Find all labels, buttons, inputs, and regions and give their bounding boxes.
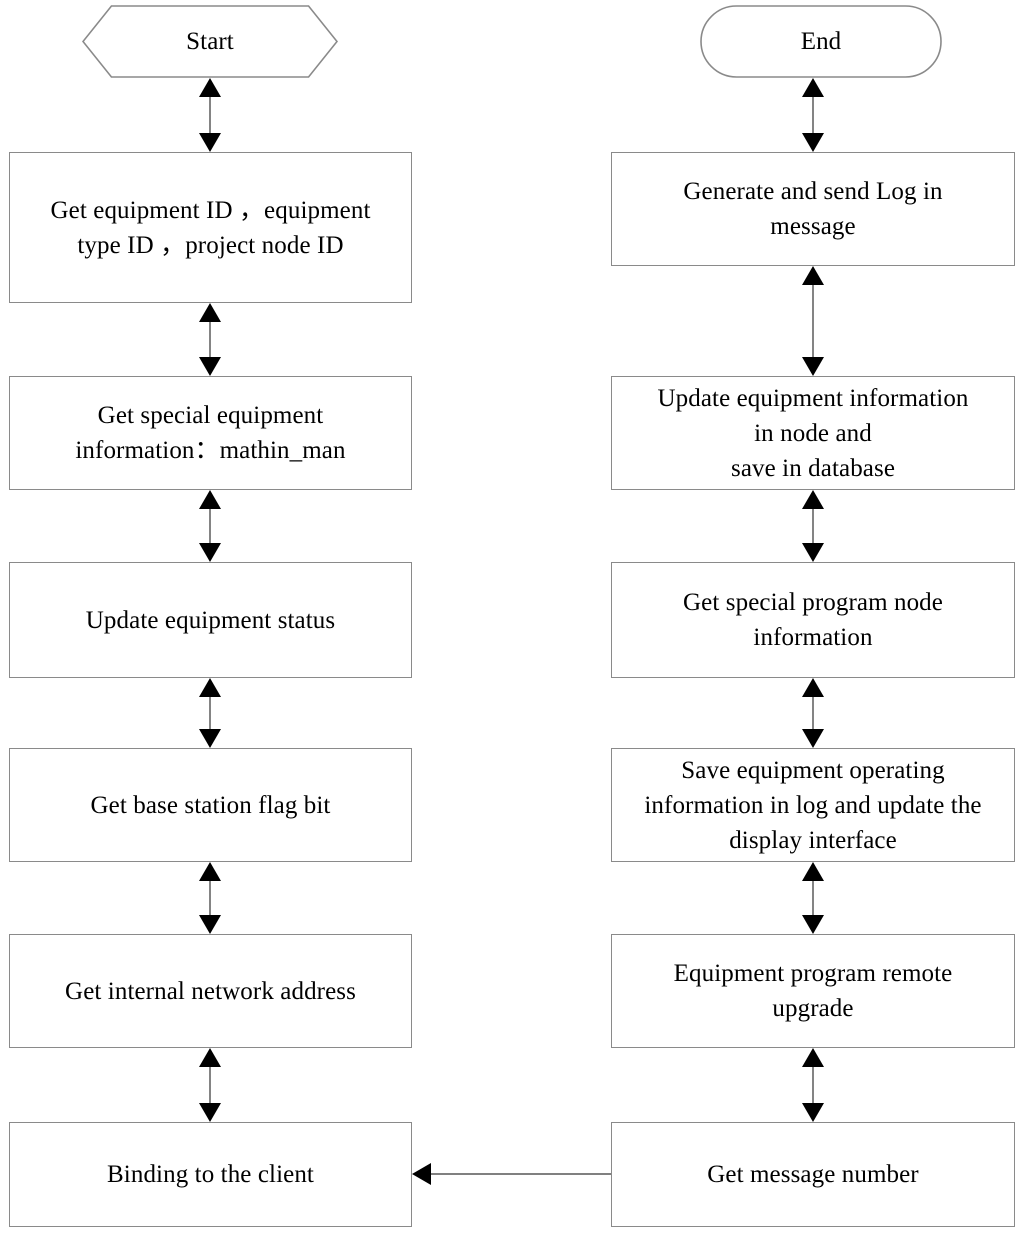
arrow-head-down	[199, 133, 221, 152]
arrow-head-left	[412, 1163, 431, 1185]
arrow-head-up	[199, 1048, 221, 1067]
arrow-head-up	[802, 490, 824, 509]
process-node-get-equipment-id[interactable]: Get equipment ID ，equipment type ID ，pro…	[9, 152, 412, 303]
arrow-head-down	[199, 543, 221, 562]
process-node-generate-and-send-log-in-message[interactable]: Generate and send Log in message	[611, 152, 1015, 266]
node-label: Get special program node information	[683, 589, 943, 651]
arrow-head-up	[802, 862, 824, 881]
process-node-get-message-number[interactable]: Get message number	[611, 1122, 1015, 1227]
terminator-label-wrap: Start	[82, 5, 338, 78]
arrow-head-up	[199, 303, 221, 322]
node-label: Update equipment status	[85, 606, 336, 634]
arrow-head-down	[199, 1103, 221, 1122]
process-node-update-equipment-information-in-node[interactable]: Update equipment information in node and…	[611, 376, 1015, 490]
process-node-update-equipment-status[interactable]: Update equipment status	[9, 562, 412, 678]
arrow-head-down	[199, 729, 221, 748]
process-node-get-special-equipment-information[interactable]: Get special equipment information：mathin…	[9, 376, 412, 490]
node-label: Get base station flag bit	[90, 791, 331, 819]
node-label: End	[800, 27, 842, 55]
terminator-node-start[interactable]: Start	[82, 5, 338, 78]
process-node-save-equipment-operating-information[interactable]: Save equipment operating information in …	[611, 748, 1015, 862]
process-node-binding-to-the-client[interactable]: Binding to the client	[9, 1122, 412, 1227]
process-node-get-internal-network-address[interactable]: Get internal network address	[9, 934, 412, 1048]
node-label: Update equipment information in node and…	[657, 384, 969, 482]
arrow-head-down	[802, 543, 824, 562]
node-label: Generate and send Log in message	[683, 178, 943, 240]
node-label: Save equipment operating information in …	[644, 756, 982, 854]
arrow-head-down	[802, 1103, 824, 1122]
node-label: Binding to the client	[107, 1161, 314, 1188]
arrow-head-up	[802, 1048, 824, 1067]
node-label: Equipment program remote upgrade	[673, 960, 953, 1022]
process-node-get-special-program-node-information[interactable]: Get special program node information	[611, 562, 1015, 678]
node-label: Get equipment ID ，equipment type ID ，pro…	[50, 196, 371, 259]
process-node-equipment-program-remote-upgrade[interactable]: Equipment program remote upgrade	[611, 934, 1015, 1048]
stadium-shape	[700, 5, 942, 78]
arrow-head-up	[802, 678, 824, 697]
arrow-head-up	[199, 678, 221, 697]
node-label: Get special equipment information：mathin…	[75, 402, 346, 464]
arrow-head-down	[199, 915, 221, 934]
terminator-label-wrap: End	[700, 5, 942, 78]
arrow-head-down	[199, 357, 221, 376]
arrow-head-down	[802, 915, 824, 934]
node-label: Get message number	[707, 1161, 919, 1188]
terminator-node-end[interactable]: End	[700, 5, 942, 78]
arrow-head-down	[802, 133, 824, 152]
node-label: Start	[186, 27, 234, 55]
arrow-head-down	[802, 357, 824, 376]
arrow-head-up	[802, 266, 824, 285]
arrow-head-up	[802, 78, 824, 97]
hexagon-shape	[82, 5, 338, 78]
process-node-get-base-station-flag-bit[interactable]: Get base station flag bit	[9, 748, 412, 862]
arrow-head-up	[199, 78, 221, 97]
node-label: Get internal network address	[65, 977, 356, 1005]
arrow-head-up	[199, 490, 221, 509]
arrow-head-down	[802, 729, 824, 748]
arrow-head-up	[199, 862, 221, 881]
